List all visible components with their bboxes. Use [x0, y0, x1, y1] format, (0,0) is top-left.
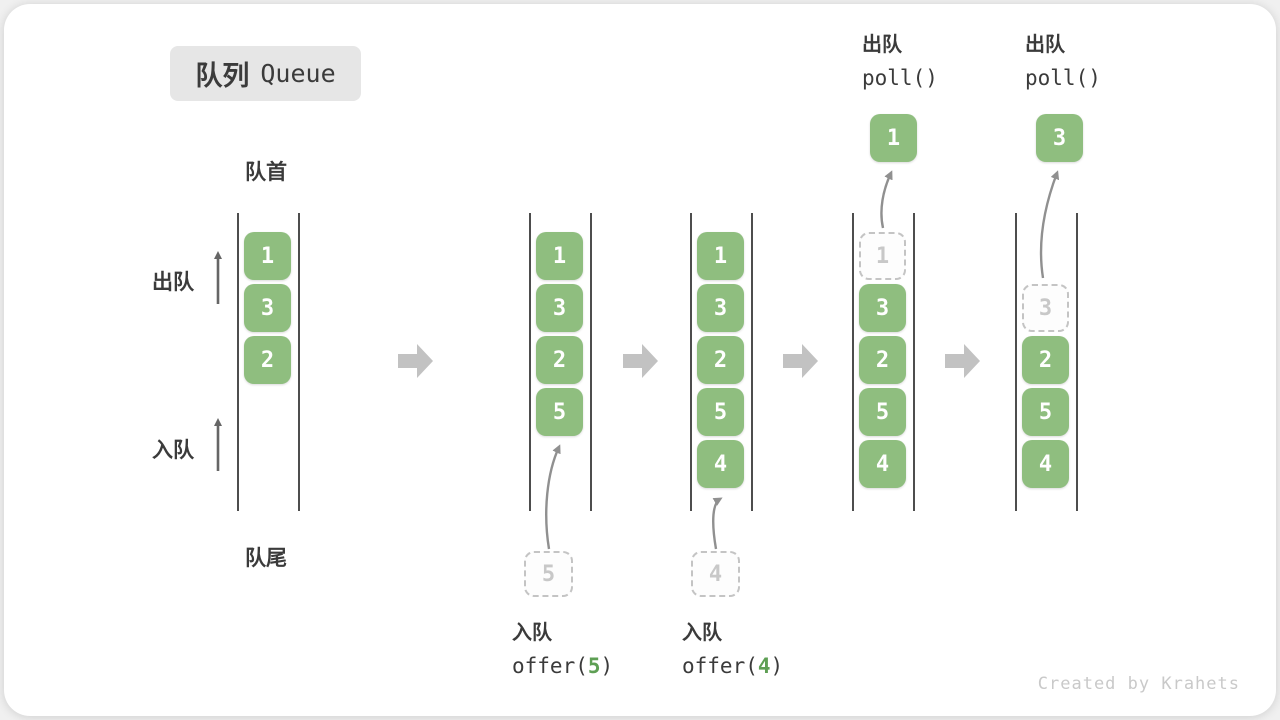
label-dequeue-side: 出队	[152, 270, 194, 294]
queue-4-left-wall	[852, 213, 854, 511]
op-label-code: offer(4)	[682, 654, 784, 678]
queue-2-slot-1: 1	[536, 232, 583, 280]
queue-1-right-wall	[298, 213, 300, 511]
queue-5-right-wall	[1076, 213, 1078, 511]
queue-2-slot-3: 3	[536, 284, 583, 332]
credit-text: Created by Krahets	[1037, 674, 1240, 694]
queue-4-dequeued-element: 1	[870, 114, 917, 162]
queue-3-slot-5: 5	[697, 388, 744, 436]
queue-5-slot-dequeued-3: 3	[1022, 284, 1069, 332]
queue-4-slot-3: 3	[859, 284, 906, 332]
queue-3-slot-3: 3	[697, 284, 744, 332]
op-label-zh: 出队	[862, 32, 902, 56]
queue-2-slot-2: 2	[536, 336, 583, 384]
queue-3-right-wall	[751, 213, 753, 511]
queue-1-left-wall	[237, 213, 239, 511]
diagram-card	[4, 4, 1276, 716]
op-label-zh: 入队	[682, 620, 722, 644]
op-label-code: poll()	[862, 66, 938, 90]
dequeue-operation-label: 出队 poll()	[862, 28, 938, 90]
op-argument: 5	[587, 654, 601, 678]
queue-2-incoming-element: 5	[524, 551, 573, 597]
queue-1-slot-3: 3	[244, 284, 291, 332]
queue-4-slot-5: 5	[859, 388, 906, 436]
queue-3-slot-1: 1	[697, 232, 744, 280]
label-enqueue-side: 入队	[152, 438, 194, 462]
queue-5-slot-5: 5	[1022, 388, 1069, 436]
queue-2-slot-5: 5	[536, 388, 583, 436]
queue-3-left-wall	[690, 213, 692, 511]
queue-4-slot-2: 2	[859, 336, 906, 384]
queue-4-right-wall	[913, 213, 915, 511]
queue-5-slot-2: 2	[1022, 336, 1069, 384]
enqueue-operation-label: 入队 offer(4)	[682, 616, 783, 678]
queue-4-slot-4: 4	[859, 440, 906, 488]
queue-3-incoming-element: 4	[691, 551, 740, 597]
queue-2-right-wall	[590, 213, 592, 511]
queue-4-slot-dequeued-1: 1	[859, 232, 906, 280]
op-label-zh: 入队	[512, 620, 552, 644]
queue-1-slot-1: 1	[244, 232, 291, 280]
title-zh: 队列	[195, 61, 250, 92]
queue-2-left-wall	[529, 213, 531, 511]
op-label-code: offer(5)	[512, 654, 614, 678]
queue-5-slot-4: 4	[1022, 440, 1069, 488]
enqueue-operation-label: 入队 offer(5)	[512, 616, 613, 678]
op-label-code: poll()	[1025, 66, 1101, 90]
queue-5-left-wall	[1015, 213, 1017, 511]
queue-5-dequeued-element: 3	[1036, 114, 1083, 162]
op-argument: 4	[757, 654, 771, 678]
queue-3-slot-4: 4	[697, 440, 744, 488]
dequeue-operation-label: 出队 poll()	[1025, 28, 1101, 90]
title-badge: 队列 Queue	[170, 46, 361, 101]
queue-1-slot-2: 2	[244, 336, 291, 384]
label-queue-rear: 队尾	[245, 546, 287, 570]
title-en: Queue	[260, 59, 336, 88]
queue-3-slot-2: 2	[697, 336, 744, 384]
label-queue-front: 队首	[245, 160, 287, 184]
op-label-zh: 出队	[1025, 32, 1065, 56]
